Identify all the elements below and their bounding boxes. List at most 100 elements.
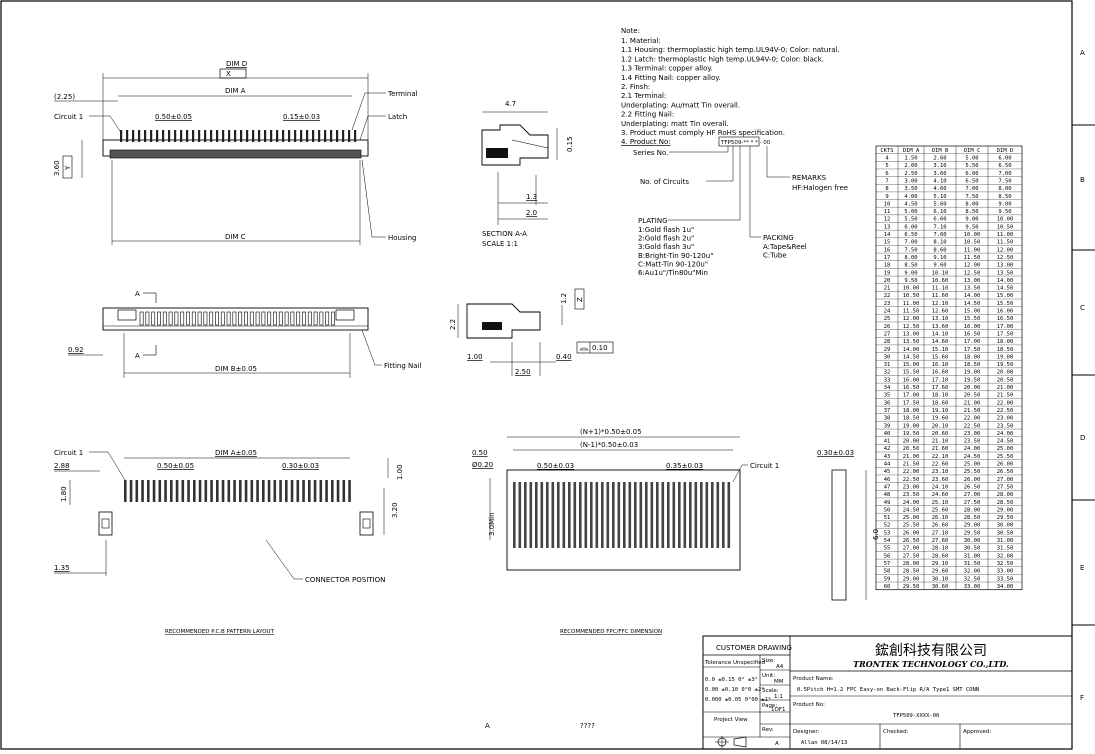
table-cell: 25.00 (997, 446, 1014, 452)
contact-slot (139, 311, 144, 326)
pcb-pad (175, 480, 179, 502)
table-cell: 6.50 (998, 163, 1011, 169)
no-circuits-label: No. of Circuits (640, 178, 689, 186)
d040-label: 0.40 (556, 353, 572, 361)
terminal-pin (294, 130, 297, 142)
table-cell: 14.50 (997, 286, 1014, 292)
pcb-pad (233, 480, 236, 502)
table-cell: 11.50 (964, 255, 981, 261)
contact-slot (162, 311, 167, 326)
note-line: 1.2 Latch: thermoplastic high temp.UL94V… (621, 55, 824, 63)
table-cell: 31.00 (997, 538, 1014, 544)
table-cell: 19.00 (997, 354, 1014, 360)
a-mark-top: A (135, 290, 140, 298)
title-block: CUSTOMER DRAWING Tolerance Unspecified 0… (702, 635, 1073, 750)
contact-slot (226, 311, 231, 326)
table-cell: 17.00 (964, 339, 981, 345)
table-cell: 24.00 (964, 446, 981, 452)
contact-slot (325, 311, 330, 326)
pcb-pad (262, 480, 265, 502)
table-cell: 27 (884, 331, 891, 337)
table-cell: 40 (884, 431, 891, 437)
table-cell: 57 (884, 561, 891, 567)
table-cell: 29.00 (903, 576, 920, 582)
table-cell: 7.00 (904, 240, 917, 246)
table-cell: 23 (884, 301, 891, 307)
tolerance-line: 0.0 ±0.15 0° ±3° (705, 677, 758, 683)
fpc-trace (678, 482, 681, 548)
table-cell: 9.10 (933, 255, 946, 261)
pcb-pitch-label: 0.50±0.05 (157, 462, 194, 470)
table-cell: 15.50 (997, 301, 1014, 307)
d092-label: 0.92 (68, 346, 84, 354)
table-cell: 10.50 (964, 240, 981, 246)
pcb-pad (325, 480, 328, 502)
table-cell: 6.50 (904, 232, 917, 238)
table-cell: 53 (884, 530, 891, 536)
table-cell: 55 (884, 546, 891, 552)
checked-label: Checked: (883, 729, 909, 735)
fpc-trace (645, 482, 648, 548)
fpc-trace (573, 482, 577, 548)
table-cell: 35 (884, 393, 891, 399)
table-cell: 25.50 (964, 469, 981, 475)
top-view: DIM D X DIM A (2.25) Circuit 1 0.50±0.05… (53, 60, 418, 245)
fpc-trace (694, 482, 698, 548)
terminal-pin (306, 130, 309, 142)
contact-slot (296, 311, 301, 326)
table-cell: 5.50 (965, 163, 978, 169)
table-cell: 13 (884, 224, 891, 230)
pcb-pad (204, 480, 208, 502)
table-cell: 47 (884, 484, 891, 490)
table-header: DIM A (903, 148, 920, 154)
contact-slot (168, 311, 173, 326)
table-cell: 12.00 (997, 247, 1014, 253)
table-cell: 28 (884, 339, 891, 345)
table-cell: 24.10 (932, 484, 949, 490)
table-cell: 50 (884, 507, 891, 513)
table-cell: 7.50 (965, 194, 978, 200)
table-cell: 23.50 (903, 492, 920, 498)
table-cell: 28.60 (932, 553, 949, 559)
table-header: DIM D (997, 148, 1014, 154)
table-cell: 22.00 (997, 400, 1014, 406)
table-cell: 2.50 (904, 171, 917, 177)
product-no: TFP509-XXXX-00 (893, 713, 939, 719)
table-cell: 12 (884, 217, 891, 223)
table-cell: 26.00 (997, 462, 1014, 468)
fpc-circuit1-label: Circuit 1 (750, 462, 779, 470)
table-cell: 17.00 (997, 324, 1014, 330)
table-cell: 4.60 (933, 186, 946, 192)
table-cell: 24.00 (903, 500, 920, 506)
terminal-pin (180, 130, 183, 142)
table-cell: 22.50 (903, 477, 920, 483)
table-cell: 30.10 (932, 576, 949, 582)
company-en: TRONTEK TECHNOLOGY CO.,LTD. (853, 659, 1009, 669)
table-cell: 15.00 (964, 309, 981, 315)
table-cell: 17.00 (903, 393, 920, 399)
part-code: TFP509-** * * - 00 (720, 140, 771, 146)
table-cell: 16.50 (997, 316, 1014, 322)
table-cell: 11.50 (997, 240, 1014, 246)
pcb-pad (187, 480, 190, 502)
fpc-d60-label: 6.0 (872, 529, 880, 540)
table-cell: 21 (884, 286, 891, 292)
note-line: 1.3 Terminal: copper alloy. (621, 65, 713, 73)
contact-slot (174, 311, 179, 326)
table-cell: 7.00 (998, 171, 1011, 177)
table-cell: 6.00 (965, 171, 978, 177)
table-cell: 9.00 (904, 270, 917, 276)
table-cell: 32.00 (997, 553, 1014, 559)
table-cell: 18.50 (997, 347, 1014, 353)
table-cell: 28.00 (964, 507, 981, 513)
fpc-trace (722, 482, 725, 548)
table-cell: 10.00 (903, 286, 920, 292)
table-cell: 24.50 (903, 507, 920, 513)
d22-label: 2.2 (449, 319, 457, 330)
table-cell: 7.60 (933, 232, 946, 238)
scale-value: 1:1 (774, 694, 783, 700)
contact-slot (255, 311, 260, 326)
pcb-pad (198, 480, 202, 502)
table-cell: 10.50 (903, 293, 920, 299)
table-cell: 21.50 (903, 462, 920, 468)
